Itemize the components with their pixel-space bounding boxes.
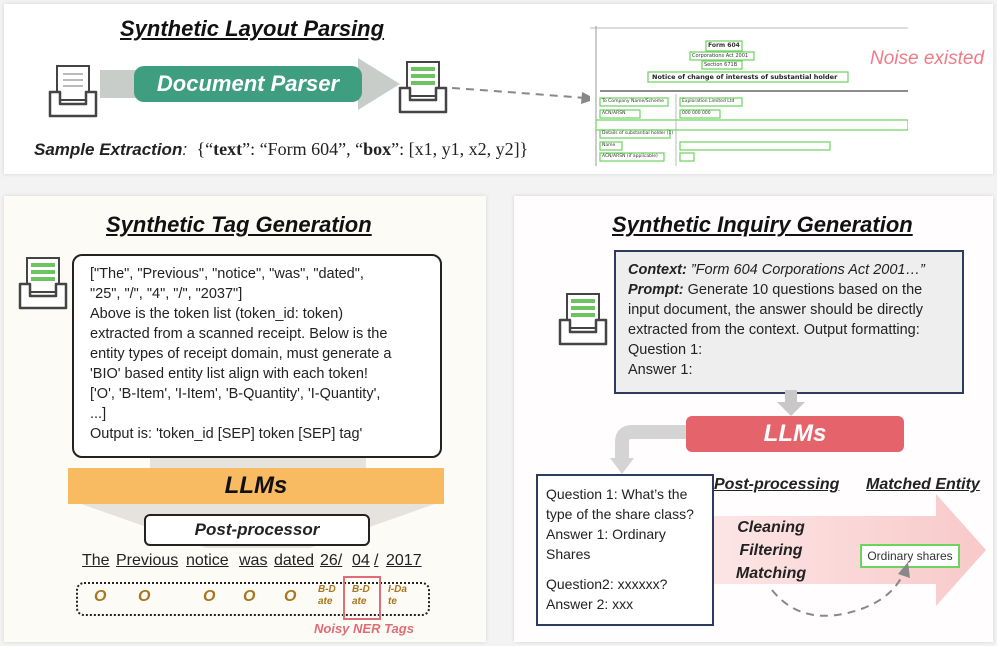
sample-extraction-label: Sample Extraction: [34, 140, 183, 159]
token-0: The: [82, 552, 110, 569]
qa-line: [546, 564, 694, 574]
tag-prompt-line: ['O', 'B-Item', 'I-Item', 'B-Quantity', …: [90, 386, 381, 402]
doc-line-2: Section 671B: [704, 62, 738, 68]
sample-key-box: box: [363, 139, 392, 159]
token-2: notice: [186, 552, 229, 569]
token-1: Previous: [116, 552, 179, 569]
tag-7: I-Date: [388, 584, 407, 607]
doc-value-0: Exploration Limited Ltd: [682, 99, 735, 104]
processing-steps: Cleaning Filtering Matching: [716, 516, 826, 585]
sample-json: {“text”: “Form 604”, “box”: [x1, y1, x2,…: [196, 139, 528, 159]
doc-line-0: Form 604: [708, 42, 740, 49]
step-matching: Matching: [735, 565, 807, 582]
llm-bar-orange: LLMs: [68, 468, 444, 504]
tag-prompt-line: Output is: 'token_id [SEP] token [SEP] t…: [90, 426, 363, 442]
context-value: ”Form 604 Corporations Act 2001…”: [690, 262, 925, 278]
token-5: 26/: [320, 552, 343, 569]
tag-4: O: [284, 588, 297, 605]
prompt-line: Question 1:: [628, 342, 703, 358]
inquiry-prompt-text: Context: ”Form 604 Corporations Act 2001…: [628, 260, 925, 380]
token-4: dated: [274, 552, 315, 569]
tags-dotted-box: [76, 582, 430, 616]
tag-prompt-line: ...]: [90, 406, 107, 422]
document-parser-button: Document Parser: [134, 66, 362, 102]
prompt-label: Prompt:: [628, 282, 684, 298]
tag-prompt-line: ["The", "Previous", "notice", "was", "da…: [90, 266, 364, 282]
post-processing-label: Post-processing: [714, 476, 840, 493]
sample-colon: :: [182, 140, 188, 159]
qa-box: [536, 474, 714, 626]
sample-key-text: text: [213, 139, 243, 159]
llm-bar-red: LLMs: [686, 416, 904, 452]
noise-label: Noise existed: [870, 48, 985, 69]
doc-line-6: Details of substantial holder (1): [602, 131, 674, 136]
document-tray-icon-2: [18, 257, 68, 310]
prompt-line: input document, the answer should be dir…: [628, 302, 924, 318]
tag-6: B-Date: [352, 584, 370, 607]
pink-flow-arrow: [706, 494, 986, 606]
noisy-tag-highlight: [343, 576, 381, 620]
qa-text: Question 1: What’s the type of the share…: [546, 484, 694, 614]
doc-line-5: ACN/ARSN: [602, 111, 626, 116]
context-line: Context: ”Form 604 Corporations Act 2001…: [628, 260, 925, 280]
tag-prompt-box: [72, 254, 442, 458]
tag-1: O: [138, 588, 151, 605]
curved-arrow: [610, 425, 694, 474]
inquiry-prompt-box: [614, 250, 964, 394]
tag-prompt-line: "25", "/", "4", "/", "2037"]: [90, 286, 243, 302]
tag-prompt-line: Above is the token list (token_id: token…: [90, 306, 344, 322]
prompt-line: extracted from the context. Output forma…: [628, 322, 920, 338]
inquiry-generation-title: Synthetic Inquiry Generation: [612, 212, 913, 237]
tag-3: O: [243, 588, 256, 605]
post-processor-box: Post-processor: [144, 514, 370, 546]
qa-line: Answer 2: xxx: [546, 596, 634, 612]
qa-line: type of the share class?: [546, 506, 694, 522]
layout-parsing-title: Synthetic Layout Parsing: [120, 16, 385, 41]
qa-line: Question2: xxxxxx?: [546, 576, 668, 592]
token-8: 2017: [386, 552, 422, 569]
qa-line: Question 1: What’s the: [546, 486, 688, 502]
tag-generation-title: Synthetic Tag Generation: [106, 212, 372, 237]
tag-2: O: [203, 588, 216, 605]
tag-prompt-line: entity types of receipt domain, must gen…: [90, 346, 392, 362]
sample-extraction: Sample Extraction: {“text”: “Form 604”, …: [34, 139, 528, 160]
scanned-document: Form 604 Corporations Act 2001 Section 6…: [590, 26, 908, 166]
token-6: 04: [352, 552, 370, 569]
prompt-line-0: Generate 10 questions based on the: [683, 282, 923, 298]
document-tray-icon-3: [558, 293, 608, 346]
doc-line-1: Corporations Act 2001: [692, 53, 749, 59]
sample-part-4: ”: [x1, y1, x2, y2]}: [391, 139, 529, 159]
doc-line-4: To Company Name/Scheme: [602, 99, 664, 104]
dashed-arrow: [451, 87, 596, 104]
doc-line-7: Name: [602, 143, 616, 148]
step-filtering: Filtering: [739, 542, 803, 559]
tag-prompt-line: extracted from a scanned receipt. Below …: [90, 326, 388, 342]
down-arrow: [777, 390, 805, 416]
step-cleaning: Cleaning: [737, 519, 805, 536]
context-label: Context:: [628, 262, 687, 278]
matched-entity-box: Ordinary shares: [860, 544, 960, 568]
matched-entity-label: Matched Entity: [866, 476, 980, 493]
tag-prompt-line: 'BIO' based entity list align with each …: [90, 366, 368, 382]
prompt-line: Answer 1:: [628, 362, 693, 378]
document-tray-icon: [48, 65, 98, 118]
qa-line: Shares: [546, 546, 591, 562]
token-3: was: [239, 552, 268, 569]
noisy-ner-label: Noisy NER Tags: [314, 621, 414, 636]
doc-value-1: 000 000 000: [682, 111, 711, 116]
qa-line: Answer 1: Ordinary: [546, 526, 666, 542]
token-7: /: [374, 552, 379, 569]
dashed-return-arrow: [771, 562, 910, 617]
doc-line-3: Notice of change of interests of substan…: [652, 73, 838, 81]
parsed-document-tray-icon: [398, 61, 448, 114]
tag-5: B-Date: [318, 584, 336, 607]
doc-line-8: ACN/ARSN (if applicable): [602, 154, 658, 159]
tag-0: O: [94, 588, 107, 605]
sample-part-2: ”: “Form 604”, “: [242, 139, 364, 159]
prompt-line: Prompt: Generate 10 questions based on t…: [628, 280, 925, 300]
sample-part-0: {“: [196, 139, 214, 159]
tag-prompt-text: ["The", "Previous", "notice", "was", "da…: [90, 264, 391, 444]
document-frame: [590, 26, 908, 166]
